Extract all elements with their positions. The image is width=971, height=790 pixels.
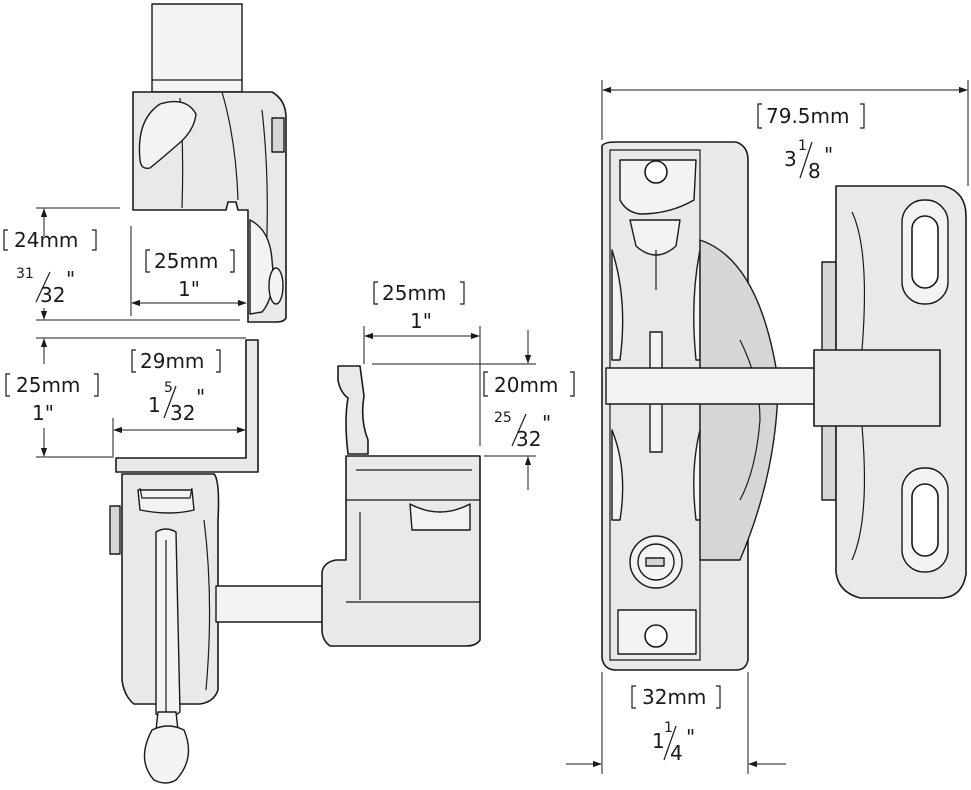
dim-24mm-numerator: 31 — [16, 266, 34, 282]
dim-25mm-left-inch: 1" — [32, 401, 54, 425]
dim-32mm-inch-mark: " — [686, 725, 695, 749]
dim-label-32mm: 32mm 1 1 4 " — [631, 685, 721, 765]
dim-20mm-numerator: 25 — [494, 410, 512, 426]
dim-label-79-5mm: 79.5mm 3 1 8 " — [757, 103, 865, 183]
hinge-pin-front — [605, 367, 821, 405]
dim-32mm-whole: 1 — [652, 729, 665, 753]
hinge-leaf-front — [813, 185, 967, 599]
dim-label-25mm-mid: 25mm 1" — [373, 281, 465, 333]
dim-24mm-denominator: 32 — [40, 283, 65, 307]
dim-20mm-inch-mark: " — [542, 411, 551, 435]
dim-29mm-inch-mark: " — [196, 385, 205, 409]
latch-head-side-view — [132, 3, 287, 323]
dim-25mm-top-inch: 1" — [178, 277, 200, 301]
l-bracket — [115, 339, 259, 473]
dim-label-29mm: 29mm 1 5 32 " — [131, 349, 221, 425]
dim-79-5mm-whole: 3 — [784, 147, 797, 171]
dim-25mm-top-metric: 25mm — [154, 249, 218, 273]
dim-32mm-denominator: 4 — [670, 741, 683, 765]
dim-32mm-metric: 32mm — [642, 685, 706, 709]
dim-32mm-numerator: 1 — [664, 720, 673, 736]
latch-front-view — [601, 141, 779, 671]
dim-79-5mm-numerator: 1 — [798, 138, 807, 154]
dim-label-25mm-left: 25mm 1" — [5, 373, 99, 425]
dim-24mm-inch-mark: " — [66, 267, 75, 291]
dim-label-25mm-top: 25mm 1" — [145, 249, 235, 301]
dim-29mm-metric: 29mm — [140, 349, 204, 373]
dim-29mm-whole: 1 — [148, 393, 161, 417]
dim-79-5mm-denominator: 8 — [808, 159, 821, 183]
dim-label-20mm: 20mm 25 32 " — [483, 371, 575, 451]
hinge-arm-side — [215, 585, 331, 623]
latch-body-side-view — [109, 473, 220, 784]
dim-24mm-metric: 24mm — [14, 228, 78, 252]
dim-79-5mm-inch-mark: " — [824, 143, 833, 167]
dim-25mm-left-metric: 25mm — [16, 373, 80, 397]
dim-20mm-metric: 20mm — [494, 373, 558, 397]
dim-20mm-denominator: 32 — [516, 427, 541, 451]
dim-29mm-denominator: 32 — [170, 401, 195, 425]
dim-79-5mm-metric: 79.5mm — [766, 104, 850, 128]
dim-25mm-mid-inch: 1" — [410, 309, 432, 333]
dim-25mm-mid-metric: 25mm — [382, 281, 446, 305]
dim-label-24mm: 24mm 31 32 " — [3, 228, 97, 307]
hinge-knuckle-side — [321, 365, 481, 647]
dim-29mm-numerator: 5 — [164, 380, 173, 396]
dimension-lines — [36, 80, 969, 774]
